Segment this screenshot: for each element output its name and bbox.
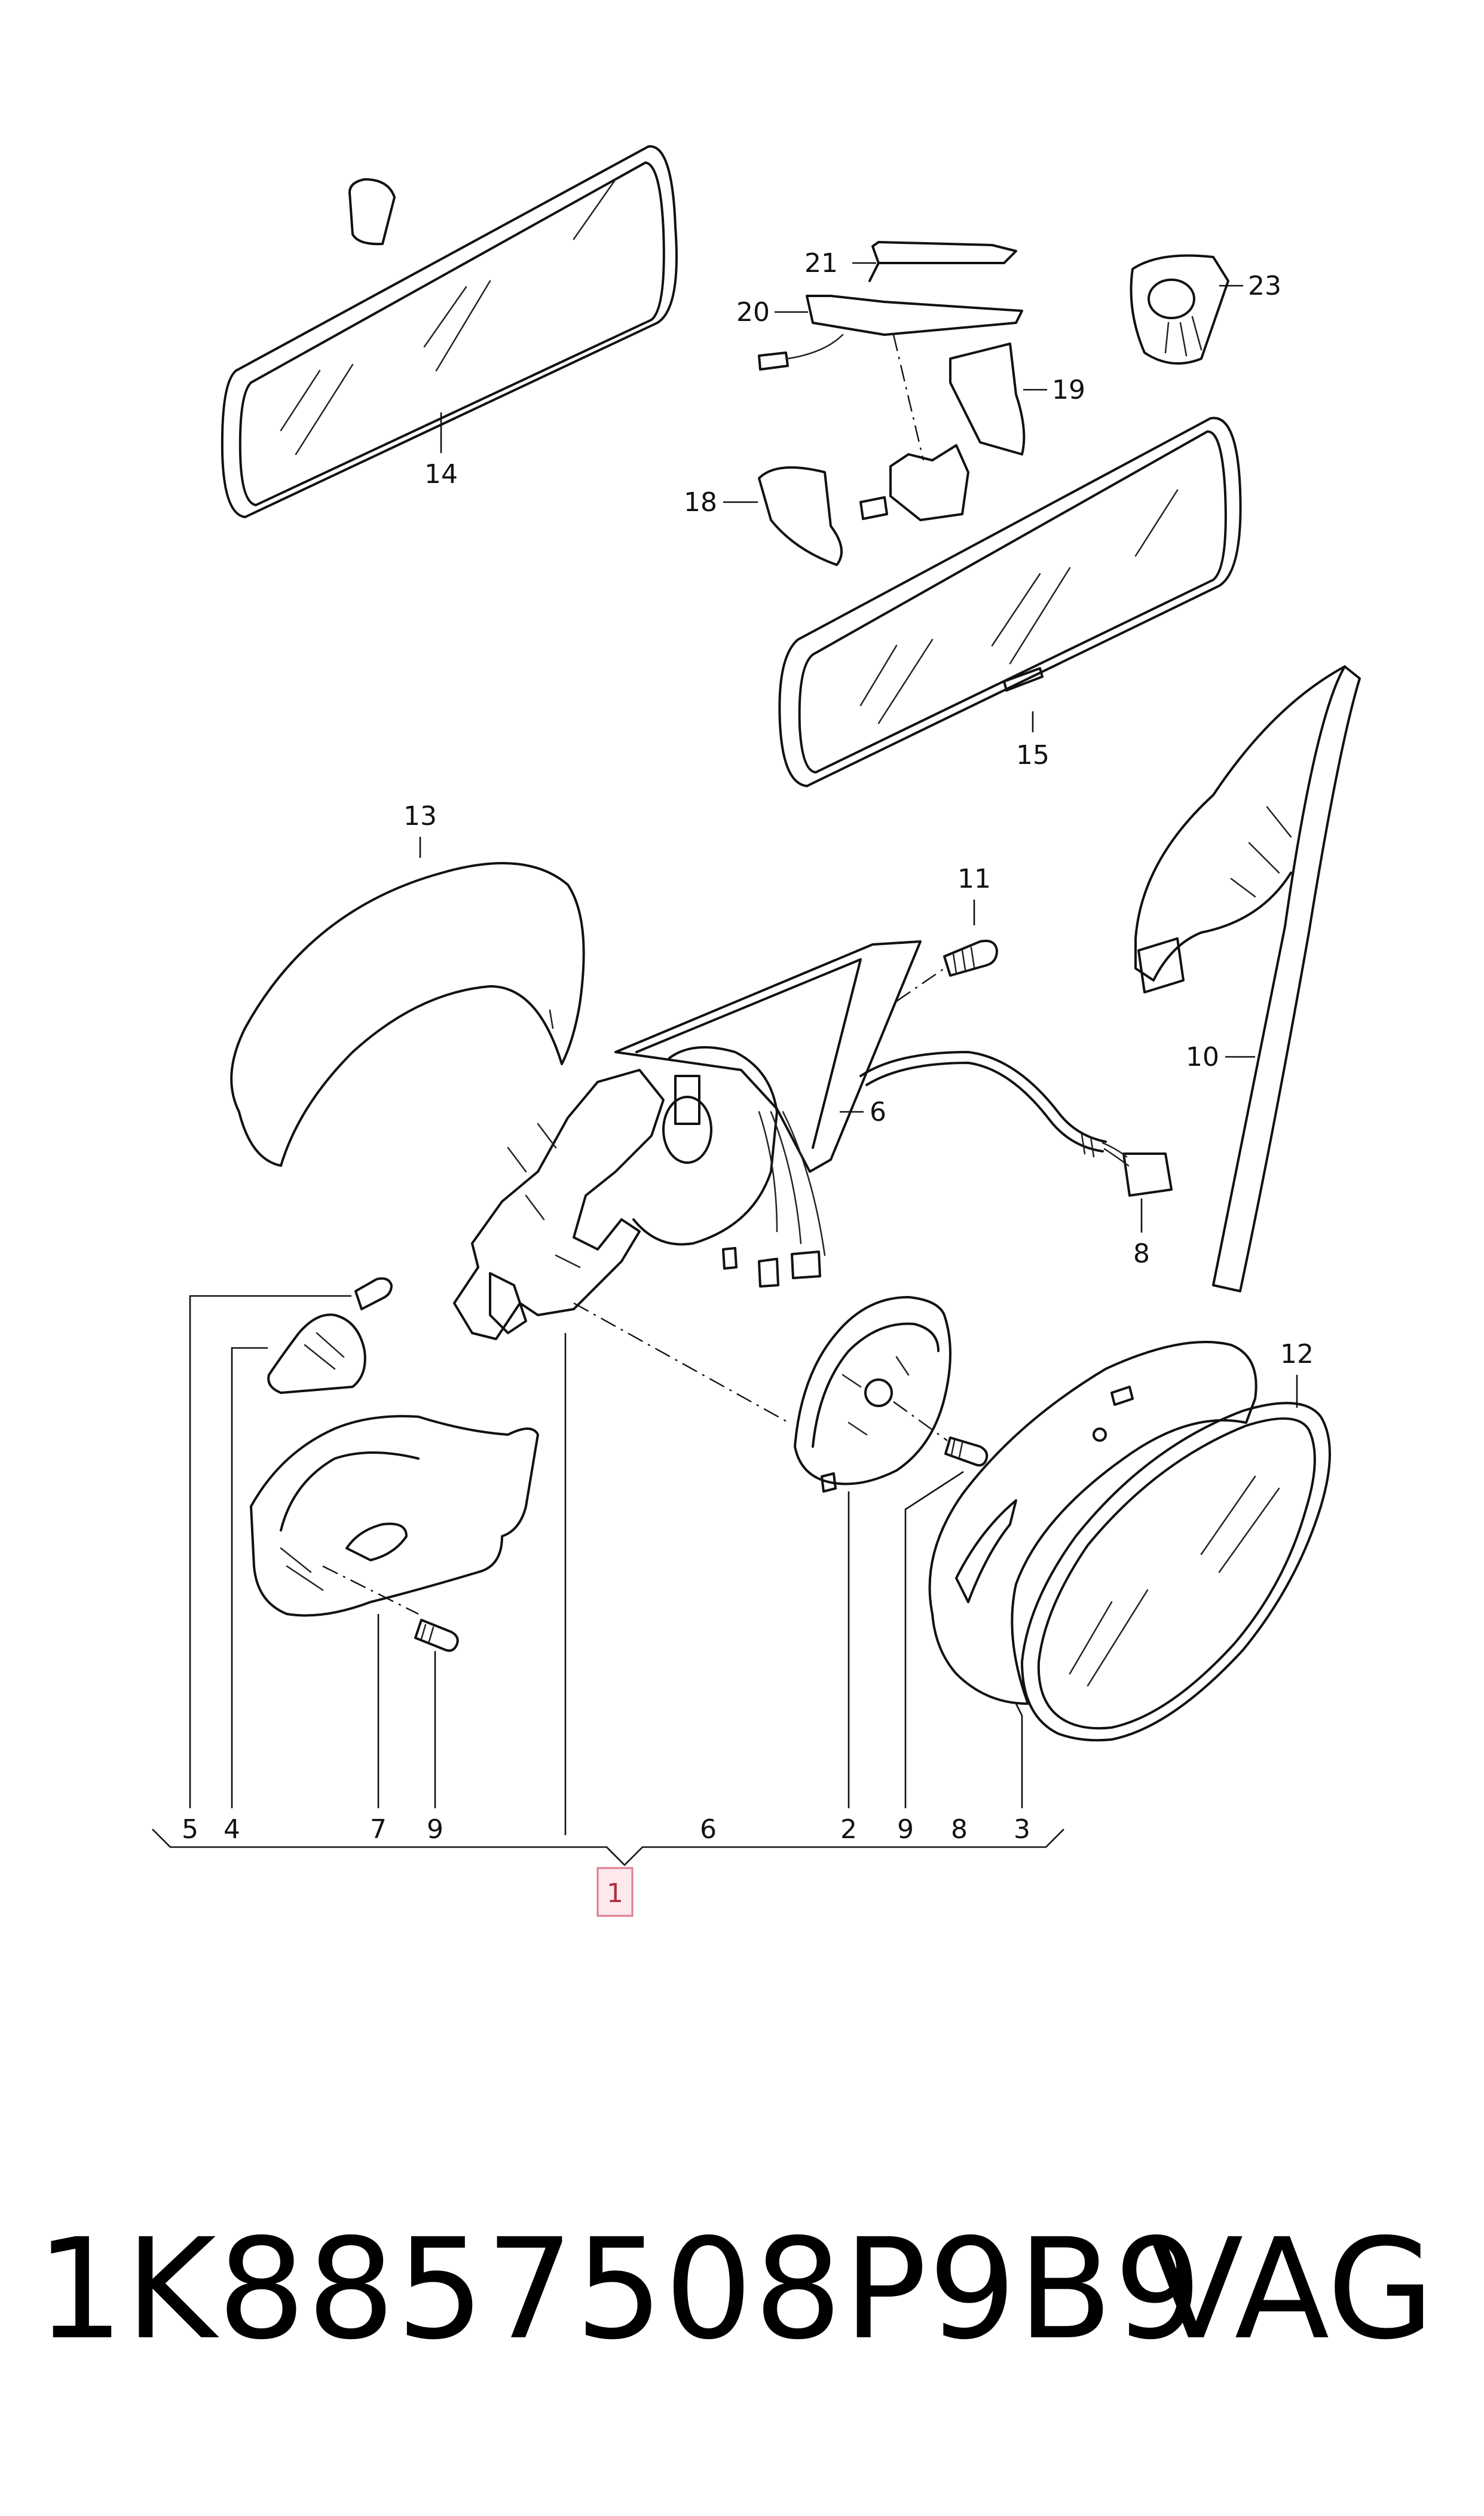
callout-12: 12 — [1280, 1339, 1314, 1369]
callout-23: 23 — [1248, 271, 1281, 301]
mirror-cap-13 — [230, 837, 585, 1167]
callout-14: 14 — [424, 459, 458, 490]
sensor-housing — [889, 334, 969, 521]
bracket-label-2: 2 — [840, 1814, 857, 1845]
lamp-housing-4 — [231, 1313, 366, 1808]
bulb-5 — [189, 1277, 393, 1808]
bracket-label-8: 8 — [951, 1814, 968, 1845]
sensor-23 — [1130, 254, 1243, 365]
bracket-label-9-right: 9 — [897, 1814, 914, 1845]
callout-19: 19 — [1052, 375, 1085, 405]
bracket-label-4: 4 — [224, 1814, 240, 1845]
brand-name: VAG — [1148, 2209, 1434, 2370]
callout-21: 21 — [804, 248, 838, 279]
bracket-label-7: 7 — [370, 1814, 387, 1845]
bracket-label-6: 6 — [700, 1814, 717, 1845]
callout-11: 11 — [957, 864, 991, 894]
callout-18: 18 — [684, 487, 717, 518]
harness-8 — [859, 1051, 1173, 1233]
mirror-glass-12 — [1021, 1375, 1331, 1742]
interior-mirror-15 — [778, 417, 1242, 787]
screw-9-left — [414, 1619, 459, 1808]
callout-13: 13 — [403, 801, 437, 831]
callout-6-upper: 6 — [870, 1097, 886, 1127]
cover-18 — [723, 466, 888, 566]
glass-holder-3 — [928, 1341, 1257, 1808]
callout-15: 15 — [1016, 740, 1049, 771]
footer: 1K8857508P9B9 VAG — [36, 2212, 1458, 2367]
main-assembly-number: 1 — [607, 1878, 623, 1909]
part-number: 1K8857508P9B9 — [36, 2209, 1204, 2370]
mirror-base-6 — [453, 940, 922, 1340]
bracket-label-9-left: 9 — [427, 1814, 443, 1845]
cover-19 — [949, 343, 1047, 455]
screw-9-right — [893, 1401, 989, 1808]
assembly-bracket — [152, 1829, 1064, 1866]
screw-11 — [896, 900, 998, 1002]
callout-8-upper: 8 — [1133, 1239, 1150, 1269]
interior-mirror-14 — [221, 145, 678, 518]
bracket-label-5: 5 — [182, 1814, 198, 1845]
main-assembly-box[interactable] — [596, 1867, 634, 1917]
cover-21 — [852, 241, 1017, 282]
lower-trim-7 — [250, 1415, 539, 1808]
adjust-motor-2 — [573, 1296, 951, 1808]
main-assembly-callout[interactable]: 1 — [596, 1867, 634, 1917]
callout-20: 20 — [736, 297, 770, 328]
bracket-label-3: 3 — [1014, 1814, 1030, 1845]
callout-10: 10 — [1186, 1042, 1219, 1072]
bracket-20 — [758, 295, 1023, 371]
trim-strip-10 — [1134, 665, 1361, 1292]
